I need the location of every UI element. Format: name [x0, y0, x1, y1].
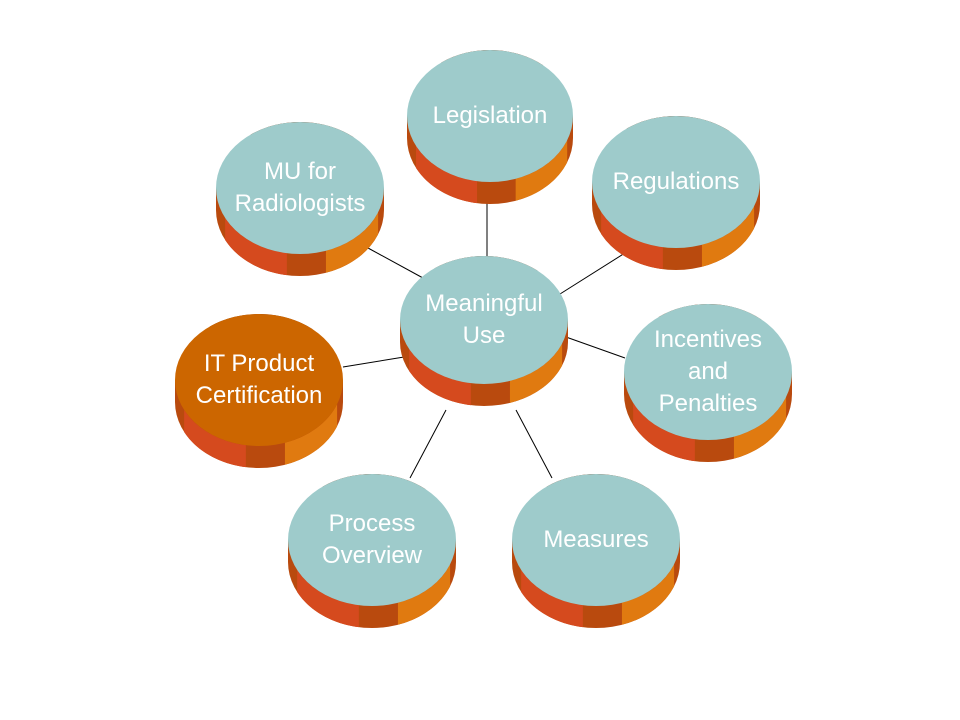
disc-top-it-product-certification: [175, 314, 343, 446]
connector-mu-for-radiologists: [367, 247, 424, 279]
disc-side-segment-mu-for-radiologists-2: [325, 212, 379, 273]
discs: [175, 50, 792, 628]
disc-measures[interactable]: [512, 474, 680, 628]
disc-meaningful-use[interactable]: [400, 255, 568, 406]
disc-incentives-and-penalties[interactable]: [624, 303, 792, 462]
connector-regulations: [559, 252, 626, 295]
disc-top-mu-for-radiologists: [216, 122, 384, 254]
connectors: [342, 200, 626, 479]
disc-side-segment-incentives-and-penalties-2: [733, 397, 787, 459]
connector-process-overview: [409, 409, 447, 479]
connector-incentives-and-penalties: [565, 336, 626, 359]
disc-it-product-certification[interactable]: [175, 314, 343, 468]
disc-side-segment-it-product-certification-1: [184, 409, 246, 468]
connector-it-product-certification: [342, 356, 405, 368]
disc-side-segment-mu-for-radiologists-1: [225, 217, 287, 276]
disc-side-segment-meaningful-use-1: [409, 349, 471, 406]
disc-top-process-overview: [288, 474, 456, 606]
disc-regulations[interactable]: [592, 116, 760, 270]
disc-top-incentives-and-penalties: [624, 304, 792, 440]
disc-side-segment-it-product-certification-2: [284, 404, 338, 465]
disc-side-segment-process-overview-2: [397, 564, 451, 625]
disc-side-segment-process-overview-1: [297, 569, 359, 628]
disc-side-segment-measures-1: [521, 569, 583, 628]
disc-top-regulations: [592, 116, 760, 248]
disc-mu-for-radiologists[interactable]: [216, 121, 384, 276]
disc-legislation[interactable]: [407, 50, 573, 204]
disc-side-segment-regulations-1: [601, 211, 663, 270]
disc-side-segment-incentives-and-penalties-1: [633, 402, 695, 462]
disc-top-meaningful-use: [400, 256, 568, 384]
disc-top-legislation: [407, 50, 573, 182]
disc-side-segment-legislation-1: [416, 145, 478, 204]
disc-side-segment-regulations-2: [701, 206, 755, 267]
connector-measures: [515, 409, 553, 479]
disc-side-segment-legislation-2: [515, 140, 568, 201]
disc-side-segment-meaningful-use-2: [509, 343, 563, 403]
disc-process-overview[interactable]: [288, 474, 456, 628]
disc-top-measures: [512, 474, 680, 606]
disc-side-segment-measures-2: [621, 564, 675, 625]
